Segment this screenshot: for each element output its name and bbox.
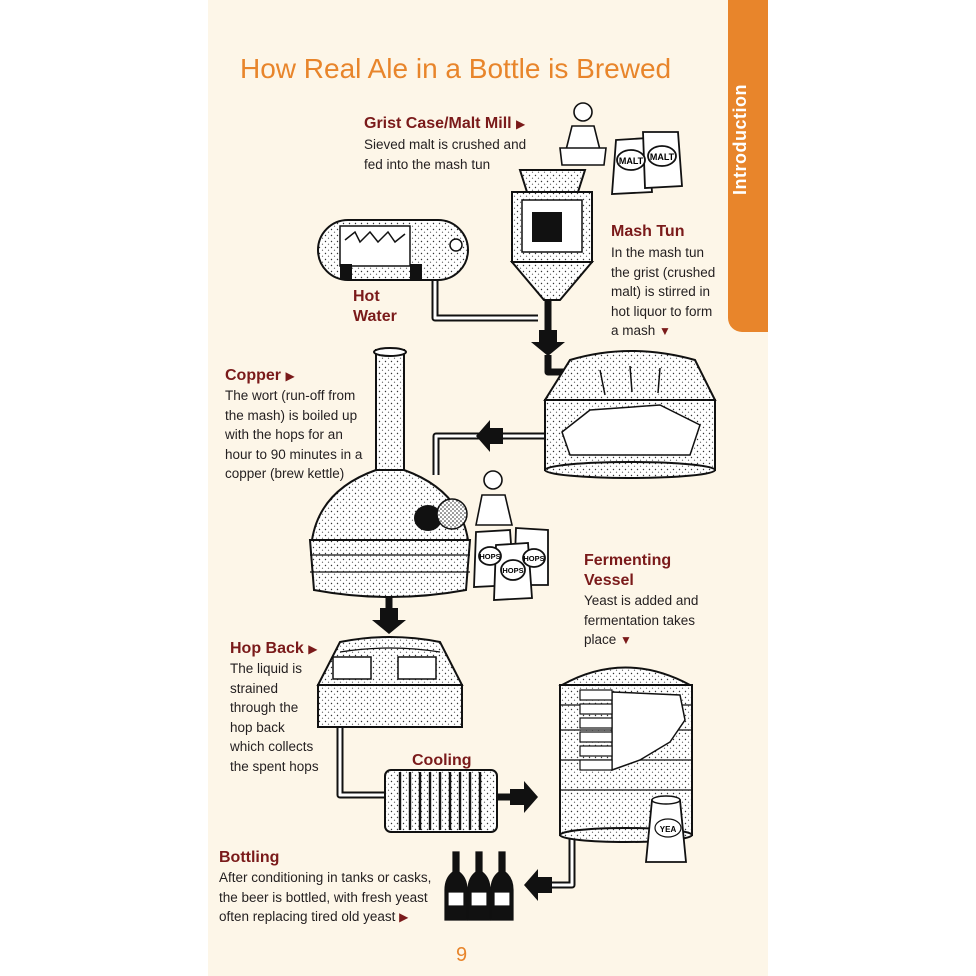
cooler-unit [384,769,498,833]
hop-back [316,636,464,728]
cooling-label: Cooling [412,752,472,769]
beer-bottles [444,851,514,921]
hops-sack-text-1: HOPS [479,552,500,561]
malt-sack-text-1: MALT [619,156,644,166]
malt-sacks [611,131,683,195]
arrow-left-bottles [524,869,552,901]
malt-mill [509,169,595,301]
section-tab[interactable]: Introduction [728,0,768,332]
grist-case-label: Grist Case/Malt Mill ▶ [364,115,526,132]
hop-sacks [473,527,549,601]
hops-sack-text-2: HOPS [523,554,544,563]
copper-kettle [308,347,472,598]
hop-back-label: Hop Back ▶ [230,640,318,657]
page-title: How Real Ale in a Bottle is Brewed [240,53,672,84]
hot-water-tank [317,219,469,281]
mash-tun-label: Mash Tun [611,223,685,240]
bottling-description: After conditioning in tanks or casks,the… [219,870,432,924]
flow-arrows [372,330,565,901]
arrow-left-copper [476,420,503,452]
hops-sack-text-3: HOPS [502,566,523,575]
arrow-down-hopback [372,608,406,634]
mash-tun [543,350,717,479]
bottling-label: Bottling [219,849,280,866]
malt-sack-text-2: MALT [650,152,675,162]
worker-figure-hops [475,470,514,526]
arrow-right-fermenter [510,781,538,813]
copper-label: Copper ▶ [225,367,295,384]
page-number: 9 [456,944,468,966]
yeast-container [645,795,687,863]
arrow-down-mash [531,330,565,356]
yeast-text: YEA [660,825,677,834]
worker-figure-malt [559,102,607,166]
